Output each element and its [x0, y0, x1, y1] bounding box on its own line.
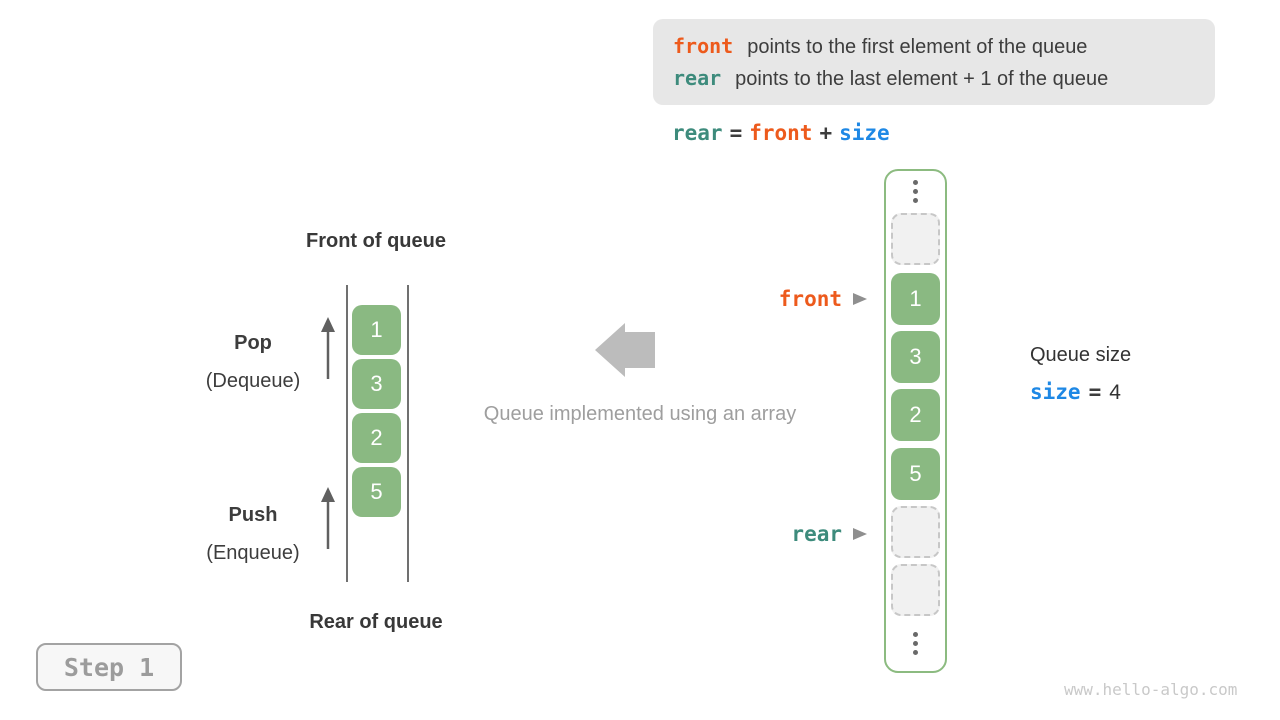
step-badge: Step 1	[36, 643, 182, 691]
array-implementation-caption: Queue implemented using an array	[483, 403, 797, 425]
rear-of-queue-title: Rear of queue	[309, 611, 443, 633]
rear-formula: rear=front+size	[672, 121, 890, 145]
ellipsis-top-icon	[884, 180, 947, 203]
rear-keyword: rear	[673, 65, 722, 90]
front-of-queue-title: Front of queue	[306, 230, 446, 252]
queue-size-equation: size = 4	[1030, 380, 1121, 405]
queue-channel-left-wall	[346, 285, 348, 582]
array-value-cell: 5	[891, 448, 940, 500]
watermark: www.hello-algo.com	[1064, 680, 1238, 699]
array-value-cell: 3	[891, 331, 940, 383]
array-empty-cell	[891, 564, 940, 616]
front-pointer-label: front	[778, 287, 842, 311]
push-up-arrow-icon	[321, 487, 335, 549]
queue-channel-right-wall	[407, 285, 409, 582]
rear-pointer-label: rear	[791, 522, 842, 546]
front-keyword: front	[673, 33, 734, 58]
pointer-definitions-box: front points to the first element of the …	[653, 19, 1215, 105]
formula-rear: rear	[672, 121, 723, 145]
rear-pointer-arrow-icon	[853, 528, 867, 540]
array-value-cell: 2	[891, 389, 940, 441]
enqueue-label: (Enqueue)	[206, 542, 300, 564]
size-variable: size	[1030, 380, 1081, 404]
size-equals: =	[1088, 380, 1102, 404]
formula-size: size	[839, 121, 890, 145]
array-empty-cell	[891, 213, 940, 265]
push-label: Push	[228, 504, 278, 526]
rear-definition-line: rear points to the last element + 1 of th…	[673, 66, 1195, 91]
pop-up-arrow-icon	[321, 317, 335, 379]
formula-front: front	[749, 121, 813, 145]
ellipsis-bottom-icon	[884, 632, 947, 655]
left-block-arrow-icon	[595, 323, 655, 377]
formula-equals: =	[729, 121, 743, 145]
dequeue-label: (Dequeue)	[205, 370, 301, 392]
left-queue-cell: 5	[352, 467, 401, 517]
rear-definition-text: points to the last element + 1 of the qu…	[735, 67, 1109, 90]
front-definition-text: points to the first element of the queue	[747, 35, 1088, 58]
pop-label: Pop	[234, 332, 272, 354]
left-queue-cell: 3	[352, 359, 401, 409]
front-definition-line: front points to the first element of the …	[673, 34, 1195, 59]
array-empty-cell	[891, 506, 940, 558]
queue-size-title: Queue size	[1030, 344, 1132, 366]
formula-plus: +	[819, 121, 833, 145]
left-queue-cell: 1	[352, 305, 401, 355]
size-value: 4	[1109, 381, 1121, 404]
front-pointer-arrow-icon	[853, 293, 867, 305]
array-value-cell: 1	[891, 273, 940, 325]
left-queue-cell: 2	[352, 413, 401, 463]
